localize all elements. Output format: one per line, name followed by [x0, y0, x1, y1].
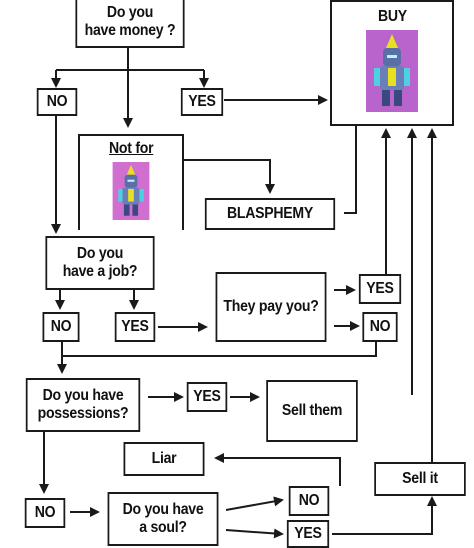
job-question-line2: have a job?	[62, 263, 138, 280]
job-no-label: NO	[50, 317, 72, 335]
arrow-pay-no-to-possessions	[57, 342, 377, 374]
job-yes-label: YES	[121, 317, 149, 335]
job-question-box: Do you have a job?	[45, 236, 155, 290]
sell-it-label: Sell it	[402, 469, 438, 487]
money-no-box: NO	[36, 88, 78, 116]
arrow-soul-to-no	[225, 496, 284, 511]
arrow-soul-no-to-liar	[214, 453, 341, 486]
not-for-label: Not for	[108, 140, 154, 157]
possessions-no-label: NO	[34, 503, 56, 521]
arrow-blasphemy-to-buy	[344, 112, 361, 214]
money-yes-box: YES	[180, 88, 224, 116]
liar-box: Liar	[123, 442, 205, 476]
pay-yes-label: YES	[366, 279, 394, 297]
not-for-box: Not for	[78, 134, 184, 230]
sell-them-label: Sell them	[281, 401, 343, 419]
sell-them-box: Sell them	[266, 380, 358, 442]
job-yes-box: YES	[114, 312, 156, 342]
soul-question-line2: a soul?	[139, 519, 187, 536]
money-yes-label: YES	[188, 92, 216, 110]
blasphemy-label: BLASPHEMY	[226, 204, 314, 222]
soul-yes-label: YES	[294, 524, 322, 542]
arrow-soul-to-yes	[225, 528, 284, 539]
blasphemy-box: BLASPHEMY	[204, 198, 336, 230]
character-figure-icon	[112, 162, 150, 221]
soul-question-box: Do you have a soul?	[107, 492, 219, 546]
money-question-line2: have money ?	[84, 22, 176, 39]
possessions-no-box: NO	[24, 498, 66, 528]
money-question-box: Do you have money ?	[75, 0, 185, 48]
soul-no-label: NO	[298, 491, 320, 509]
pay-question-box: They pay you?	[215, 272, 327, 342]
soul-no-box: NO	[288, 486, 330, 516]
pay-no-box: NO	[362, 312, 398, 342]
possessions-question-line1: Do you have	[42, 386, 124, 404]
liar-label: Liar	[151, 449, 177, 467]
possessions-question-line2: possessions?	[37, 405, 129, 422]
sell-it-box: Sell it	[374, 462, 466, 496]
job-question-line1: Do you	[76, 244, 124, 262]
soul-question-line1: Do you have	[122, 500, 204, 518]
job-no-box: NO	[42, 312, 80, 342]
buy-label: BUY	[377, 8, 407, 25]
possessions-yes-box: YES	[186, 382, 228, 412]
pay-yes-box: YES	[358, 274, 402, 304]
buy-box: BUY	[330, 0, 454, 126]
arrow-soul-yes-to-sell-it	[332, 496, 437, 535]
soul-yes-box: YES	[286, 520, 330, 548]
money-no-label: NO	[46, 92, 68, 110]
arrow-not-for-to-blasphemy	[184, 159, 275, 194]
character-figure-icon	[366, 30, 418, 113]
pay-no-label: NO	[369, 317, 391, 335]
possessions-question-box: Do you have possessions?	[25, 378, 141, 432]
possessions-yes-label: YES	[193, 387, 221, 405]
money-question-line1: Do you	[106, 3, 154, 21]
pay-question-label: They pay you?	[223, 297, 319, 315]
